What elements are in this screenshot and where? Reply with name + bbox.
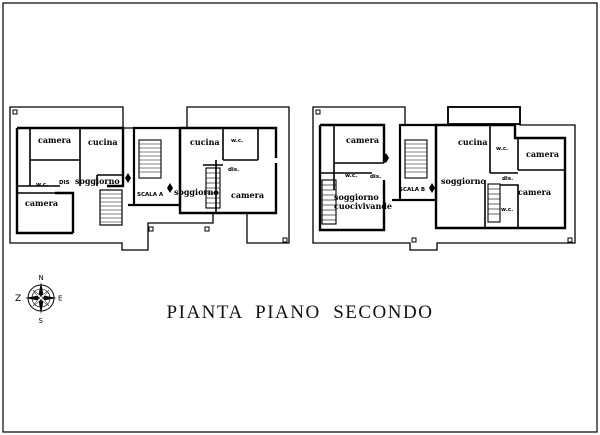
building-a-entry-marker-west — [125, 173, 131, 183]
building-b-stair-west — [321, 179, 337, 225]
building-b-column-2 — [567, 237, 573, 243]
label-b-camera-top: camera — [526, 149, 559, 159]
building-a-east-apartment — [178, 126, 278, 215]
label-a-camera-east: camera — [231, 190, 264, 200]
building-a-west-rooms — [17, 128, 123, 194]
building-a-column-4 — [148, 226, 154, 232]
compass-center — [39, 296, 43, 300]
building-a-stair-east-treads — [206, 172, 220, 204]
building-a-column-3 — [204, 226, 210, 232]
building-a-stair-west-treads — [100, 193, 122, 223]
compass-west: Z — [15, 294, 21, 304]
building-b — [312, 106, 576, 251]
label-a-dis-east: dis. — [228, 167, 239, 173]
building-a-column-2 — [282, 237, 288, 243]
building-a-stair-core-treads — [139, 143, 161, 173]
building-b-entry-marker-west — [383, 153, 389, 163]
label-a-wc-east: w.c. — [231, 138, 243, 144]
building-b-west-rooms — [320, 125, 384, 190]
label-b-camera-bottom: camera — [518, 187, 551, 197]
label-a-cucina-left: cucina — [88, 137, 118, 147]
compass-south: S — [39, 317, 44, 325]
compass-north: N — [39, 274, 44, 282]
building-a-column-1 — [12, 109, 18, 115]
label-a-stair: SCALA A — [137, 192, 164, 198]
label-b-soggiorno-east: soggiorno — [441, 176, 486, 186]
label-b-dis-west: dis. — [370, 174, 381, 180]
label-b-soggiorno-line1: soggiorno — [334, 192, 379, 202]
label-a-camera-top-left: camera — [38, 135, 71, 145]
building-b-entry-marker-east — [429, 183, 435, 193]
building-a — [9, 106, 290, 251]
building-b-east-apartment — [434, 123, 567, 230]
building-b-stair-core — [404, 139, 428, 179]
label-b-wc-top: w.c. — [496, 146, 508, 152]
building-a-stair-core — [138, 139, 162, 179]
building-b-roof-box — [447, 106, 521, 125]
label-b-wc-bottom: w.c. — [501, 207, 513, 213]
label-a-cucina-east: cucina — [190, 137, 220, 147]
building-b-stair-east — [487, 183, 501, 223]
label-b-wc-west: w.c. — [345, 173, 357, 179]
label-a-soggiorno-east: soggiorno — [174, 187, 219, 197]
compass-rose: N S E Z — [15, 274, 62, 325]
label-b-soggiorno-line2: cuocivivande — [334, 201, 392, 211]
building-a-east-rooms — [203, 128, 259, 213]
building-b-west-apartment — [318, 123, 386, 232]
building-b-stair-east-treads — [488, 188, 500, 215]
building-a-entry-marker-east — [167, 183, 173, 193]
label-a-soggiorno-west: soggiorno — [75, 176, 120, 186]
label-a-dis-west: DIS — [59, 180, 70, 186]
building-b-column-3 — [411, 237, 417, 243]
label-b-cucina-east: cucina — [458, 137, 488, 147]
label-b-camera-west: camera — [346, 135, 379, 145]
building-b-stair-core-treads — [405, 143, 427, 173]
label-a-wc-west: w.c. — [36, 182, 48, 188]
compass-east: E — [58, 295, 62, 303]
label-a-camera-bottom-left: camera — [25, 198, 58, 208]
drawing-title: PIANTA PIANO SECONDO — [167, 302, 434, 323]
label-b-dis-east: dis. — [502, 176, 513, 182]
building-a-stair-west — [99, 189, 123, 226]
building-b-column-1 — [315, 109, 321, 115]
label-b-stair: SCALA B — [399, 187, 425, 193]
building-b-east-rooms — [484, 125, 565, 228]
building-b-stair-west-treads — [322, 184, 336, 221]
